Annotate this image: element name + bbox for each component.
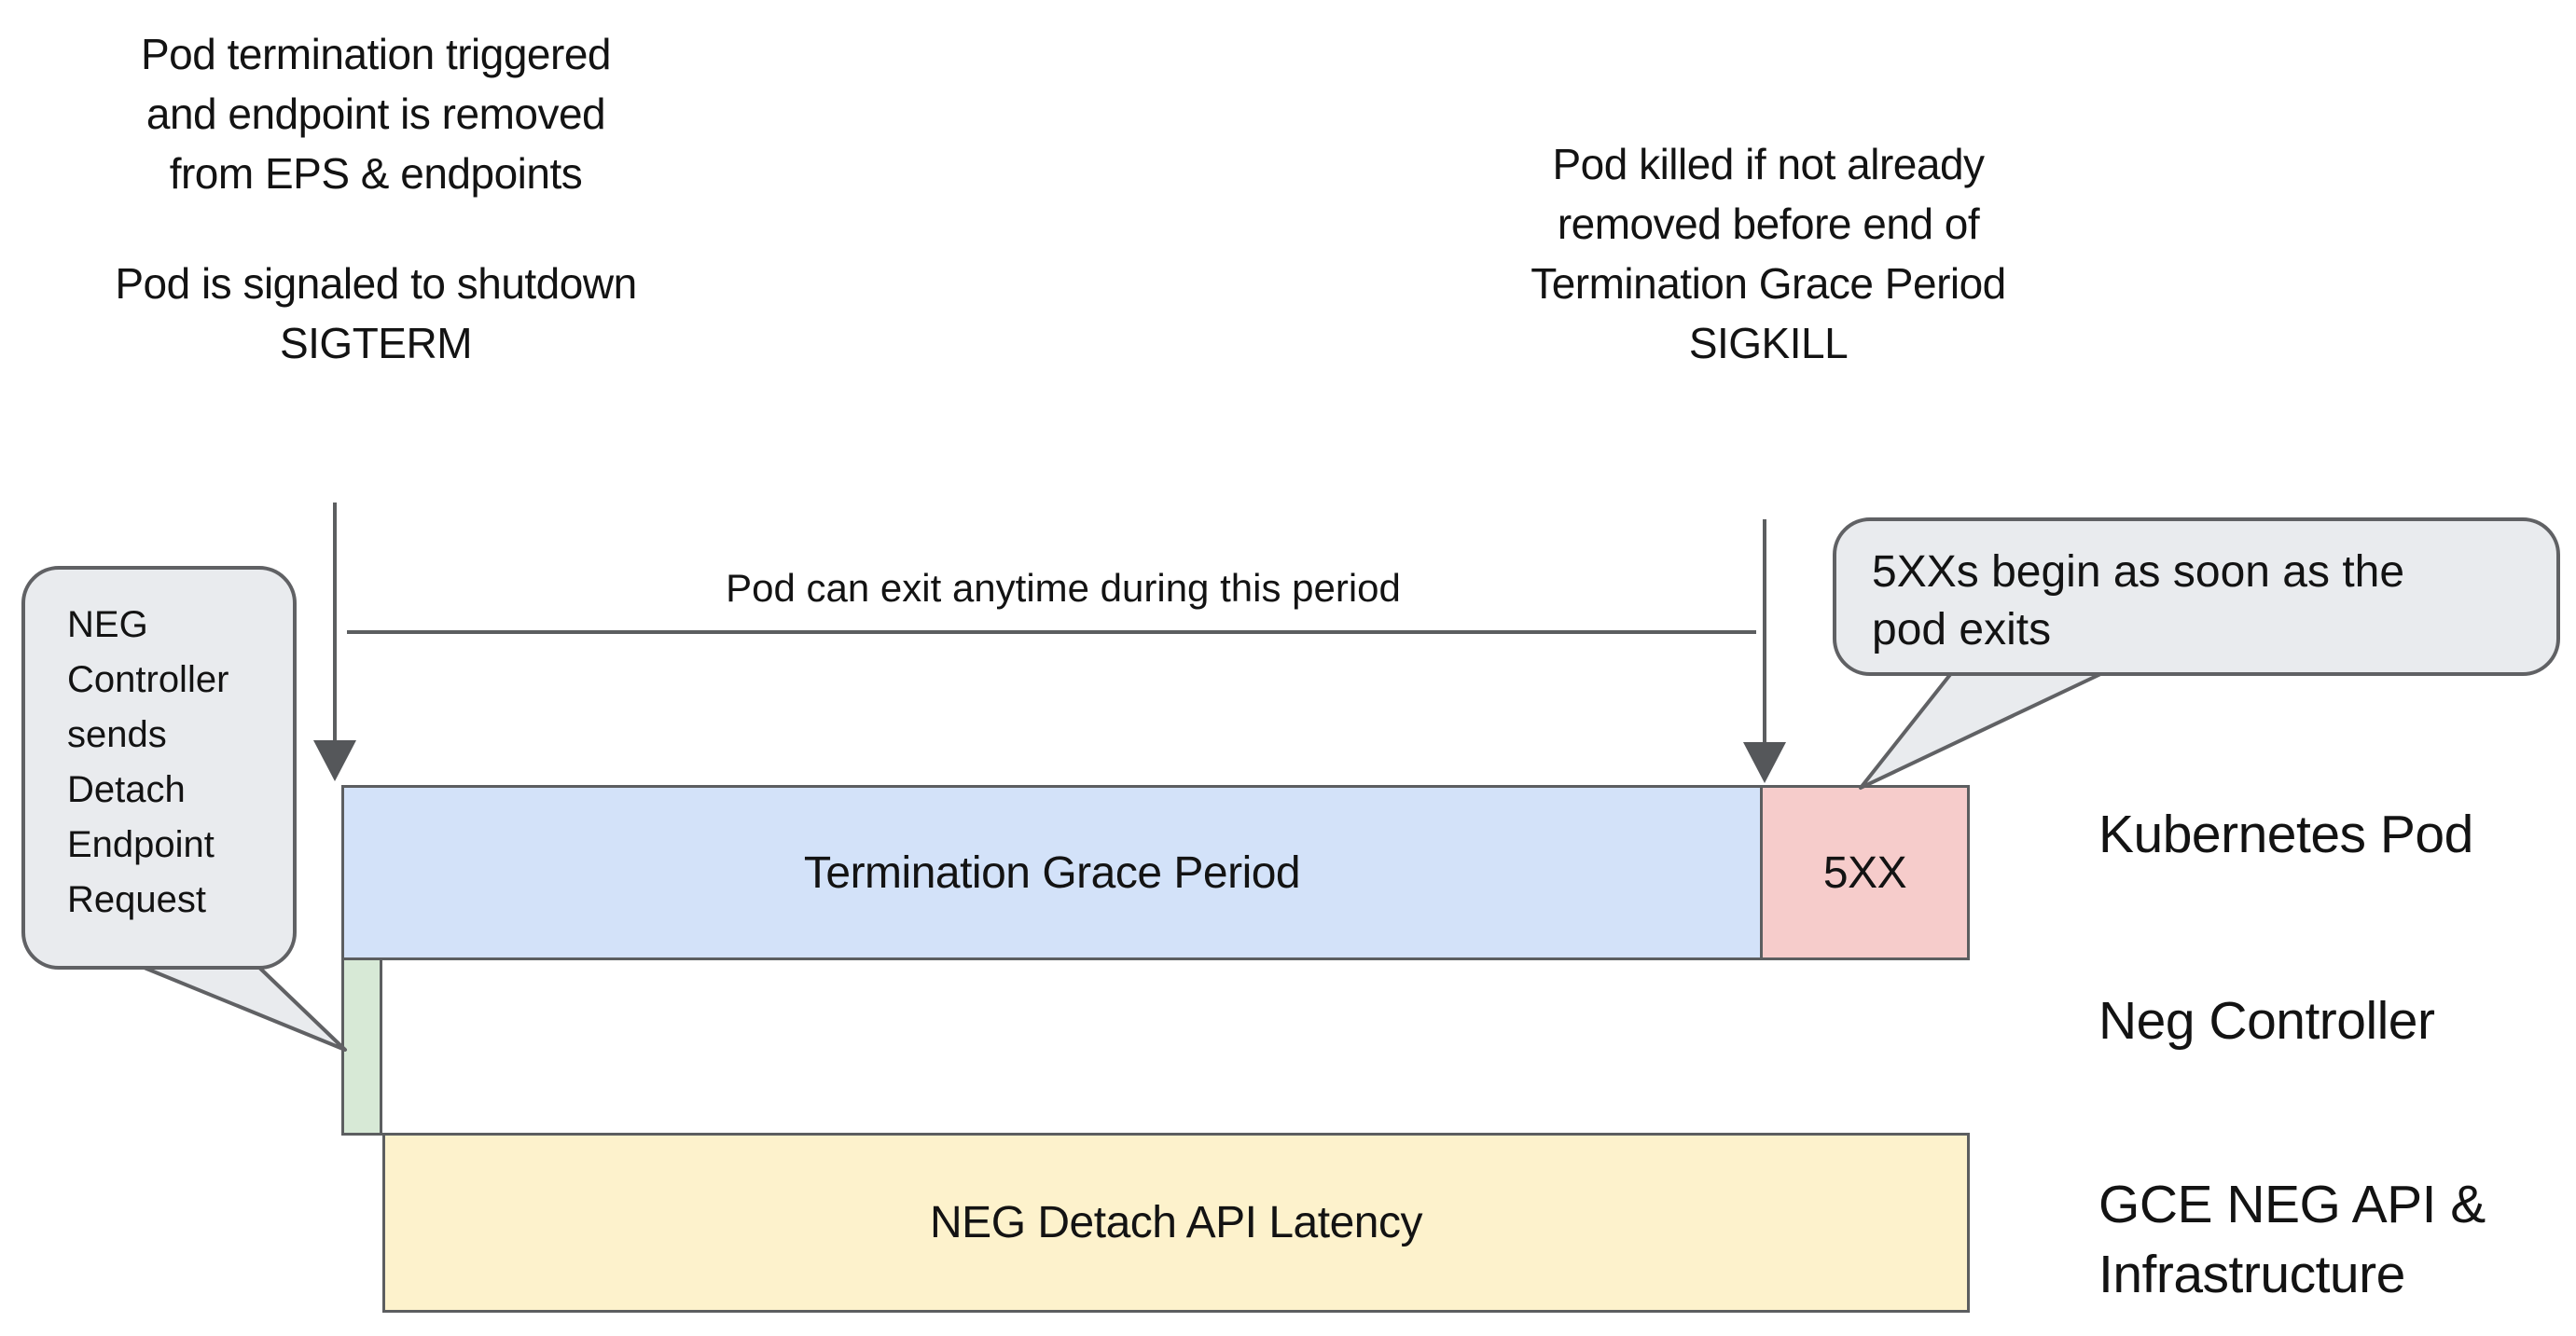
callout-line: pod exits [1872,605,2052,654]
sigterm-arrowhead-icon [313,740,356,781]
callout-line: Endpoint [67,824,215,865]
note-pod-termination-triggered: Pod termination triggered and endpoint i… [54,24,698,373]
bar-neg-detach-api-latency-label: NEG Detach API Latency [930,1198,1422,1247]
note-line: Termination Grace Period [1530,259,2006,308]
callout-5xx-begin: 5XXs begin as soon as the pod exits [1833,517,2560,676]
left-bubble-tail [129,960,347,1052]
callout-line: 5XXs begin as soon as the [1872,547,2405,597]
right-bubble-tail [1859,666,2116,790]
callout-line: Request [67,879,206,920]
note-line: SIGTERM [279,319,473,367]
note-line: and endpoint is removed [145,90,606,138]
note-paragraph: Pod termination triggered and endpoint i… [54,24,698,203]
note-line: SIGKILL [1688,319,1849,367]
callout-neg-controller-detach: NEG Controller sends Detach Endpoint Req… [21,566,297,970]
row-label-line: Neg Controller [2098,991,2435,1051]
bar-termination-grace-period-label: Termination Grace Period [803,847,1301,898]
bar-5xx: 5XX [1760,785,1970,960]
row-label-line: GCE NEG API & [2098,1175,2486,1234]
sigkill-arrowhead-icon [1743,742,1786,783]
row-label-line: Infrastructure [2098,1245,2405,1304]
row-label-neg-controller: Neg Controller [2098,986,2569,1056]
callout-line: sends [67,714,167,755]
row-label-line: Kubernetes Pod [2098,805,2473,864]
row-label-gce-neg-api: GCE NEG API & Infrastructure [2098,1170,2569,1310]
bar-termination-grace-period: Termination Grace Period [341,785,1763,960]
note-pod-killed-sigkill: Pod killed if not already removed before… [1442,134,2095,373]
note-line: Pod termination triggered [140,30,612,78]
period-span-label: Pod can exit anytime during this period [726,566,1401,610]
callout-line: NEG [67,604,148,645]
row-label-kubernetes-pod: Kubernetes Pod [2098,800,2569,870]
note-line: Pod is signaled to shutdown [115,259,637,308]
callout-line: Controller [67,659,229,700]
note-line: from EPS & endpoints [169,149,583,198]
bar-neg-detach-api-latency: NEG Detach API Latency [382,1133,1970,1313]
note-paragraph: Pod is signaled to shutdown SIGTERM [54,254,698,373]
callout-line: Detach [67,769,186,810]
note-line: removed before end of [1557,200,1980,248]
bar-5xx-label: 5XX [1822,847,1907,898]
note-line: Pod killed if not already [1552,140,1985,188]
